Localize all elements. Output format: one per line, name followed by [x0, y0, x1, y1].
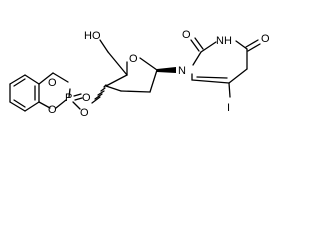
phosphoryl-bonds	[72, 93, 83, 110]
phosphorus-label: P	[65, 92, 72, 104]
hydroxyl-label: HO	[84, 30, 101, 42]
phosphoryl-oxygen-label: O	[82, 92, 91, 104]
sugar-ring-oxygen-label: O	[129, 53, 138, 65]
iodine-label: I	[227, 102, 230, 114]
benzene-ring	[9, 74, 40, 112]
wedge-bond-c1-n	[157, 67, 176, 73]
ring-oxygen-upper-label: O	[48, 77, 57, 89]
c2-carbonyl-oxygen-label: O	[182, 29, 191, 41]
c4-carbonyl-oxygen-label: O	[261, 33, 270, 45]
sugar-ring	[105, 57, 158, 93]
iodo-bond	[228, 82, 231, 98]
carbonyl-bonds	[190, 37, 261, 52]
ring-oxygen-lower-label: O	[48, 104, 57, 116]
uracil-ring	[191, 40, 248, 84]
dioxaphosphinine-ring	[38, 72, 71, 109]
chemical-structure-diagram: HO O N NH O O I O O P O O	[9, 29, 270, 119]
hydroxymethyl-group	[99, 39, 128, 76]
c3-oxygen-label: O	[80, 107, 89, 119]
n3h-label: NH	[216, 35, 232, 47]
n1-label: N	[178, 65, 186, 77]
hashed-bond-c3-o	[91, 84, 107, 104]
